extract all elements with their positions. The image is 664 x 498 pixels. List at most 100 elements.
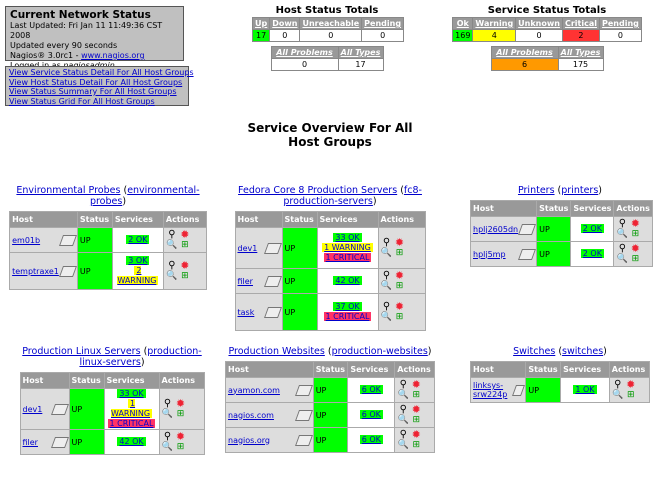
alert-burst-icon[interactable]: ✹ [175,430,186,443]
service-count-link[interactable]: 37 OK [333,302,362,311]
hostgroup-alias-link[interactable]: switches [562,346,604,357]
alert-burst-icon[interactable]: ✹ [411,428,421,441]
host-detail-icon[interactable]: 🔍 [380,248,393,258]
service-count-link[interactable]: 2 OK [580,224,604,233]
host-detail-icon[interactable]: 🔍 [616,254,629,264]
service-count-link[interactable]: 1 WARNING [110,399,153,418]
host-detail-icon[interactable]: 🔍 [612,390,624,400]
host-detail-icon[interactable]: 🔍 [166,240,178,250]
hostgroup-name-link[interactable]: Switches [513,346,556,357]
service-count-link[interactable]: 3 OK [126,256,150,265]
host-link[interactable]: temptraxe1 [12,266,59,276]
service-count-link[interactable]: 33 OK [333,233,362,242]
network-map-icon[interactable]: ⊞ [412,390,421,400]
host-link[interactable]: hplj2605dn [473,224,519,234]
service-count-link[interactable]: 42 OK [333,276,362,285]
magnifier-icon[interactable]: ⚲ [618,243,627,254]
service-count-link[interactable]: 2 WARNING [117,266,159,285]
service-count-link[interactable]: 6 OK [359,385,383,394]
network-map-icon[interactable]: ⊞ [395,281,404,291]
network-map-icon[interactable]: ⊞ [631,229,640,239]
hostgroup-name-link[interactable]: Production Websites [228,346,325,357]
svc-pending-header[interactable]: Pending [599,18,641,29]
magnifier-icon[interactable]: ⚲ [382,301,391,312]
svc-ok-header[interactable]: Ok [453,18,473,29]
alert-burst-icon[interactable]: ✹ [411,378,421,391]
service-count-link[interactable]: 2 OK [580,249,604,258]
network-map-icon[interactable]: ⊞ [412,440,421,450]
host-all-problems-header[interactable]: All Problems [271,47,338,58]
host-detail-icon[interactable]: 🔍 [397,415,409,425]
magnifier-icon[interactable]: ⚲ [163,431,172,442]
service-count-link[interactable]: 1 WARNING [322,243,373,252]
host-link[interactable]: filer [237,276,253,286]
hostgroup-alias-link[interactable]: fc8-production-servers [283,185,422,207]
hostgroup-name-link[interactable]: Printers [517,185,555,196]
host-link[interactable]: dev1 [237,243,258,253]
alert-burst-icon[interactable]: ✹ [180,259,190,272]
host-detail-icon[interactable]: 🔍 [397,390,409,400]
host-unreachable-header[interactable]: Unreachable [300,18,362,29]
alert-burst-icon[interactable]: ✹ [630,217,641,230]
service-count-link[interactable]: 42 OK [117,437,146,446]
alert-burst-icon[interactable]: ✹ [175,397,186,410]
hostgroup-alias-link[interactable]: production-linux-servers [79,346,202,368]
nagios-link[interactable]: www.nagios.org [81,51,145,60]
magnifier-icon[interactable]: ⚲ [399,404,407,415]
alert-burst-icon[interactable]: ✹ [626,378,636,391]
hostgroup-alias-link[interactable]: production-websites [331,346,428,357]
link-service-detail[interactable]: View Service Status Detail For All Host … [9,68,194,77]
magnifier-icon[interactable]: ⚲ [614,379,622,390]
svc-unknown-header[interactable]: Unknown [516,18,562,29]
magnifier-icon[interactable]: ⚲ [618,218,627,229]
host-link[interactable]: task [237,307,255,317]
hostgroup-alias-link[interactable]: environmental-probes [89,185,200,207]
network-map-icon[interactable]: ⊞ [176,442,185,452]
link-host-detail[interactable]: View Host Status Detail For All Host Gro… [9,77,183,87]
link-status-summary[interactable]: View Status Summary For All Host Groups [9,87,177,96]
alert-burst-icon[interactable]: ✹ [411,403,421,416]
magnifier-icon[interactable]: ⚲ [168,229,176,240]
service-count-link[interactable]: 6 OK [359,410,383,419]
network-map-icon[interactable]: ⊞ [176,409,185,419]
host-link[interactable]: linksys-srw224p [473,381,508,399]
hostgroup-name-link[interactable]: Production Linux Servers [22,346,141,357]
host-link[interactable]: filer [22,437,38,447]
magnifier-icon[interactable]: ⚲ [399,379,407,390]
host-detail-icon[interactable]: 🔍 [161,442,174,452]
svc-critical-header[interactable]: Critical [562,18,599,29]
network-map-icon[interactable]: ⊞ [181,271,189,281]
service-count-link[interactable]: 2 OK [126,235,150,244]
alert-burst-icon[interactable]: ✹ [394,269,405,282]
host-link[interactable]: hplj5mp [473,249,506,259]
svc-all-types-header[interactable]: All Types [558,47,603,58]
service-count-link[interactable]: 1 CRITICAL [323,312,372,321]
host-up-header[interactable]: Up [253,18,270,29]
service-count-link[interactable]: 6 OK [359,435,383,444]
service-count-link[interactable]: 1 CRITICAL [107,419,156,428]
service-count-link[interactable]: 33 OK [117,389,146,398]
hostgroup-name-link[interactable]: Environmental Probes [16,185,121,196]
host-detail-icon[interactable]: 🔍 [161,409,174,419]
magnifier-icon[interactable]: ⚲ [168,260,176,271]
magnifier-icon[interactable]: ⚲ [382,237,391,248]
network-map-icon[interactable]: ⊞ [395,312,404,322]
network-map-icon[interactable]: ⊞ [412,415,421,425]
service-count-link[interactable]: 1 OK [573,385,597,394]
host-down-header[interactable]: Down [270,18,300,29]
alert-burst-icon[interactable]: ✹ [630,242,641,255]
hostgroup-alias-link[interactable]: printers [561,185,599,196]
link-status-grid[interactable]: View Status Grid For All Host Groups [9,96,155,106]
hostgroup-name-link[interactable]: Fedora Core 8 Production Servers [238,185,398,196]
service-count-link[interactable]: 1 CRITICAL [323,253,372,262]
host-link[interactable]: em01b [12,235,41,245]
magnifier-icon[interactable]: ⚲ [399,429,407,440]
alert-burst-icon[interactable]: ✹ [394,300,405,313]
alert-burst-icon[interactable]: ✹ [394,236,405,249]
host-link[interactable]: nagios.org [228,435,270,445]
alert-burst-icon[interactable]: ✹ [180,228,190,241]
host-detail-icon[interactable]: 🔍 [616,229,629,239]
network-map-icon[interactable]: ⊞ [395,248,404,258]
host-detail-icon[interactable]: 🔍 [380,281,393,291]
host-detail-icon[interactable]: 🔍 [166,271,178,281]
